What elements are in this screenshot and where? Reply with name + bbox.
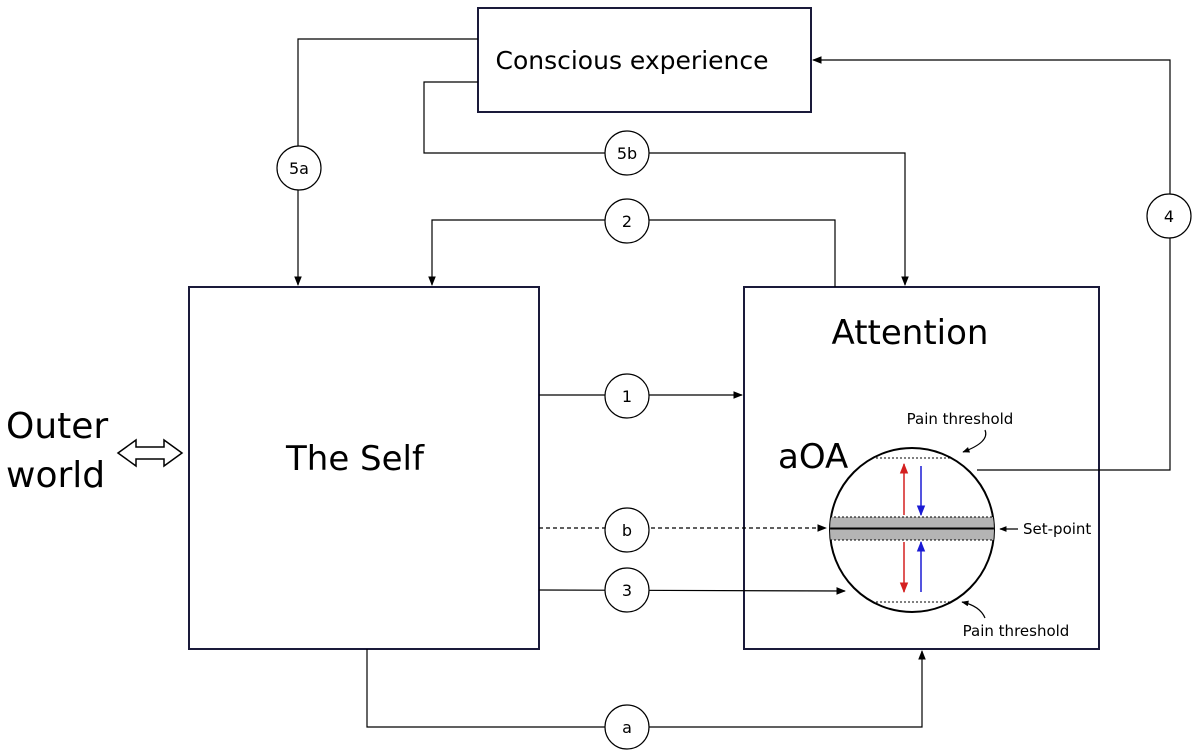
pain-threshold-top-label: Pain threshold [907, 410, 1014, 428]
conscious-experience-label: Conscious experience [496, 46, 769, 75]
connector-5b: 5b [604, 130, 650, 176]
pain-threshold-top-pointer [962, 429, 987, 453]
connector-b-label: b [622, 521, 632, 540]
self-box: The Self [188, 286, 540, 650]
pain-threshold-bottom-label: Pain threshold [963, 622, 1070, 640]
double-arrow-icon [116, 438, 184, 468]
connector-5b-label: 5b [617, 144, 637, 163]
connector-4-label: 4 [1164, 207, 1174, 226]
connector-5a: 5a [276, 145, 322, 191]
connector-1-label: 1 [622, 387, 632, 406]
path-4 [812, 56, 1171, 471]
attention-label: Attention [832, 313, 989, 353]
set-point-label: Set-point [1023, 520, 1091, 538]
path-5b [423, 81, 909, 286]
connector-3: 3 [604, 567, 650, 613]
path-5a [294, 38, 478, 286]
path-3 [538, 587, 846, 595]
pain-threshold-bottom-pointer [961, 600, 986, 619]
self-label: The Self [285, 439, 425, 479]
connector-a: a [604, 704, 650, 750]
outer-world-label-line2: world [6, 455, 105, 496]
connector-1: 1 [604, 373, 650, 419]
connector-b: b [604, 507, 650, 553]
connector-4: 4 [1146, 193, 1192, 239]
conscious-experience-box: Conscious experience [477, 7, 812, 113]
connector-5a-label: 5a [289, 159, 309, 178]
connector-3-label: 3 [622, 581, 632, 600]
outer-world-label-line1: Outer [6, 406, 108, 447]
connector-a-label: a [622, 718, 632, 737]
connector-2-label: 2 [622, 212, 632, 231]
aoa-label: aOA [778, 437, 848, 477]
connector-2: 2 [604, 198, 650, 244]
